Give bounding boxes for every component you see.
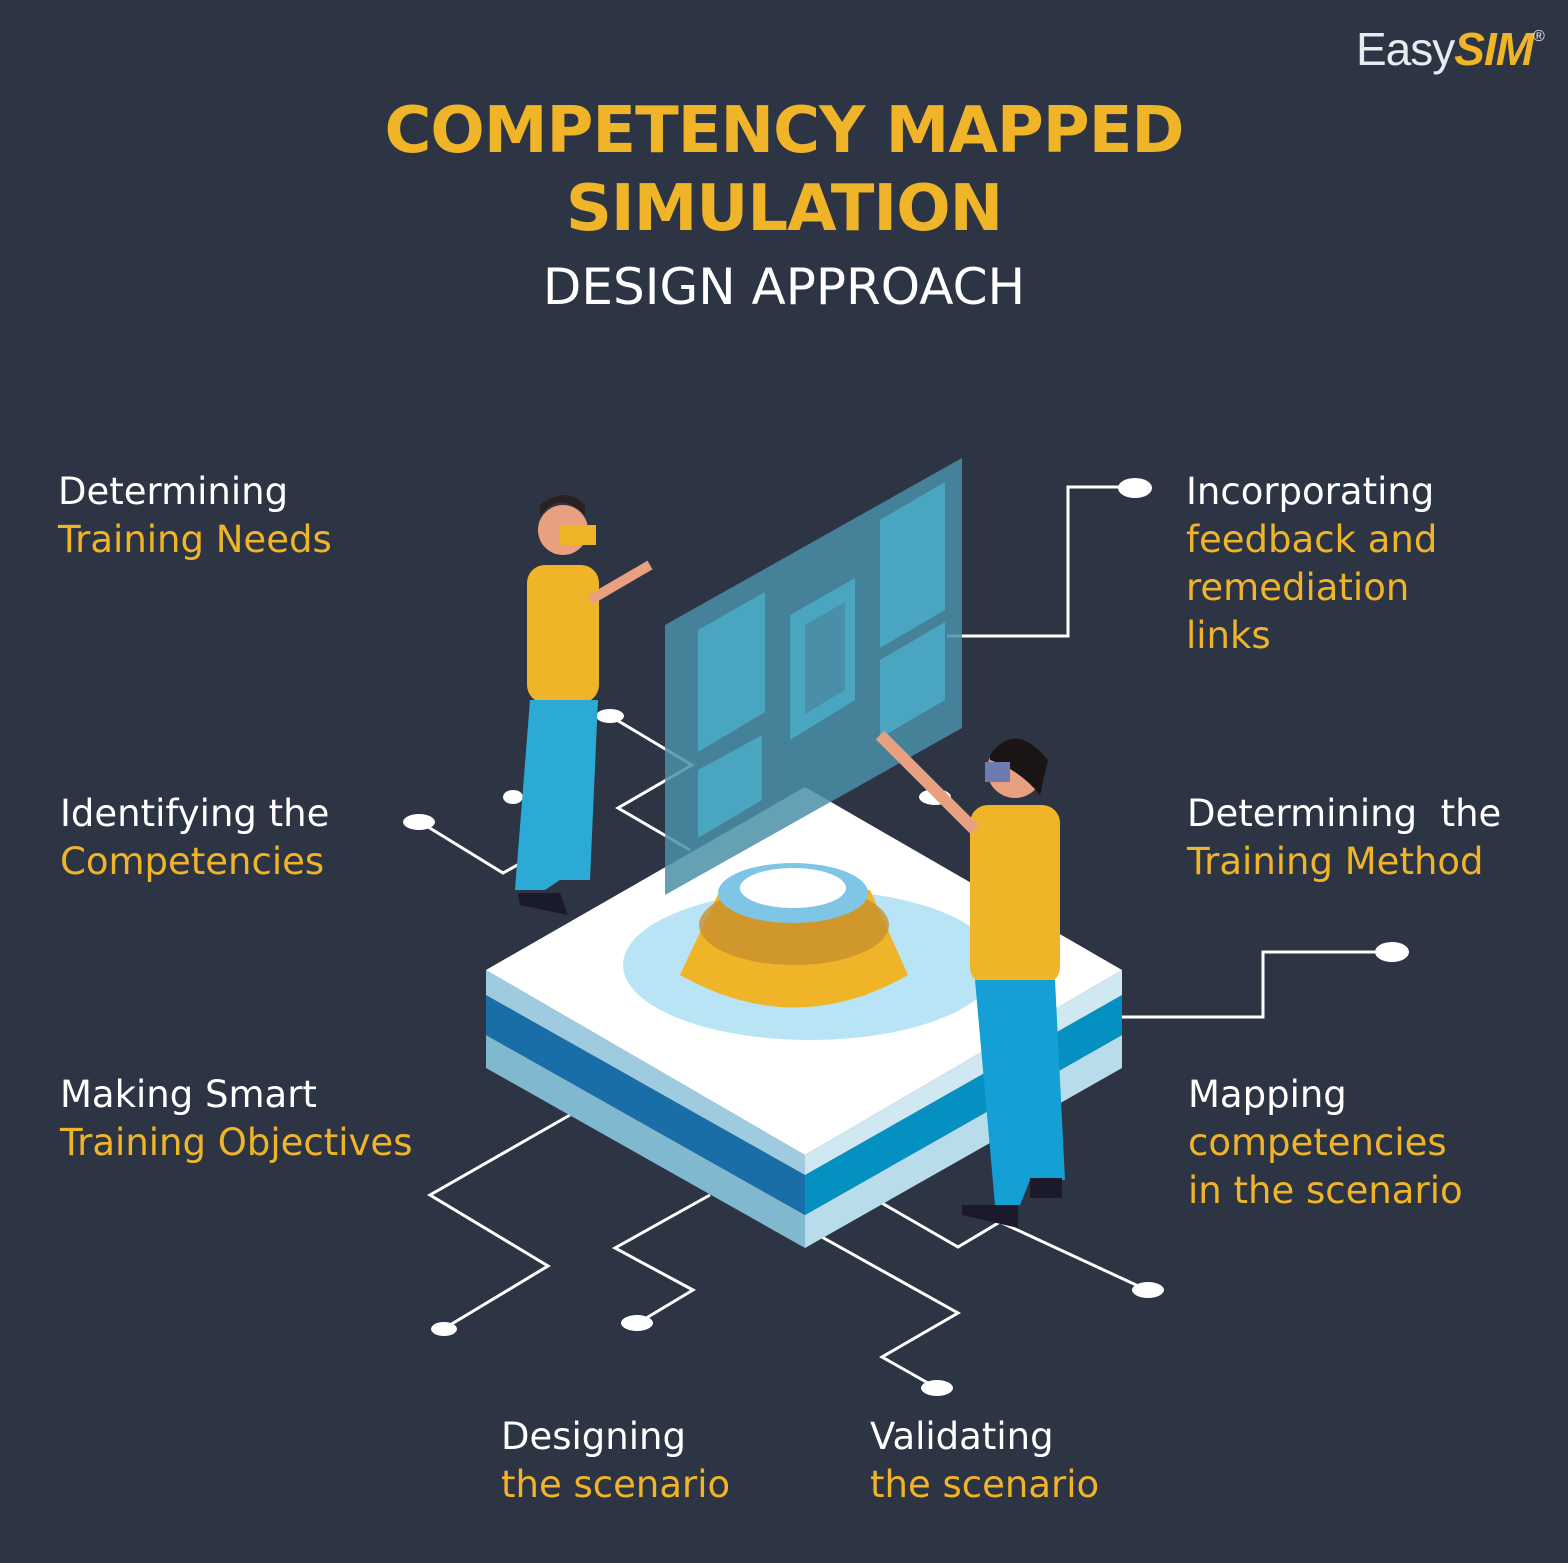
person-left — [515, 495, 653, 915]
logo-easy: Easy — [1356, 23, 1455, 75]
step-label-yellow: the scenario — [501, 1463, 731, 1506]
logo-sim: SIM — [1454, 23, 1534, 75]
step-identifying-competencies: Identifying the Competencies — [60, 790, 329, 886]
easysim-logo: EasySIM® — [1356, 22, 1545, 76]
title-line-1: COMPETENCY MAPPED — [384, 94, 1184, 168]
step-label-yellow: Competencies — [60, 840, 325, 883]
step-incorporating-feedback: Incorporating feedback and remediation l… — [1186, 468, 1437, 660]
step-label-yellow: remediation — [1186, 566, 1410, 609]
step-label-yellow: competencies — [1188, 1121, 1447, 1164]
step-label-yellow: links — [1186, 614, 1271, 657]
step-label-white: Determining — [58, 470, 289, 513]
connector-dots — [403, 478, 1409, 1396]
step-designing-scenario: Designing the scenario — [501, 1413, 730, 1509]
step-label-yellow: Training Objectives — [60, 1121, 413, 1164]
step-label-yellow: feedback and — [1186, 518, 1438, 561]
step-mapping-competencies: Mapping competencies in the scenario — [1188, 1071, 1463, 1215]
step-label-white: Designing — [501, 1415, 686, 1458]
page-title: COMPETENCY MAPPED SIMULATION — [0, 92, 1568, 248]
step-label-yellow: the scenario — [870, 1463, 1100, 1506]
step-determining-training-needs: Determining Training Needs — [58, 468, 332, 564]
step-label-white: Making Smart — [60, 1073, 317, 1116]
step-label-yellow: in the scenario — [1188, 1169, 1463, 1212]
registered-mark: ® — [1533, 28, 1545, 45]
step-determining-training-method: Determining the Training Method — [1187, 790, 1501, 886]
step-label-white: Mapping — [1188, 1073, 1347, 1116]
step-label-white: Incorporating — [1186, 470, 1435, 513]
step-label-white: Determining the — [1187, 792, 1502, 835]
holographic-screen — [665, 458, 962, 895]
step-making-smart-objectives: Making Smart Training Objectives — [60, 1071, 412, 1167]
step-validating-scenario: Validating the scenario — [870, 1413, 1099, 1509]
page-subtitle: DESIGN APPROACH — [542, 258, 1026, 316]
step-label-white: Identifying the — [60, 792, 330, 835]
title-line-2: SIMULATION — [565, 172, 1003, 246]
step-label-yellow: Training Needs — [58, 518, 332, 561]
person-right — [875, 730, 1065, 1228]
platform — [486, 787, 1122, 1248]
step-label-white: Validating — [870, 1415, 1054, 1458]
step-label-yellow: Training Method — [1187, 840, 1484, 883]
